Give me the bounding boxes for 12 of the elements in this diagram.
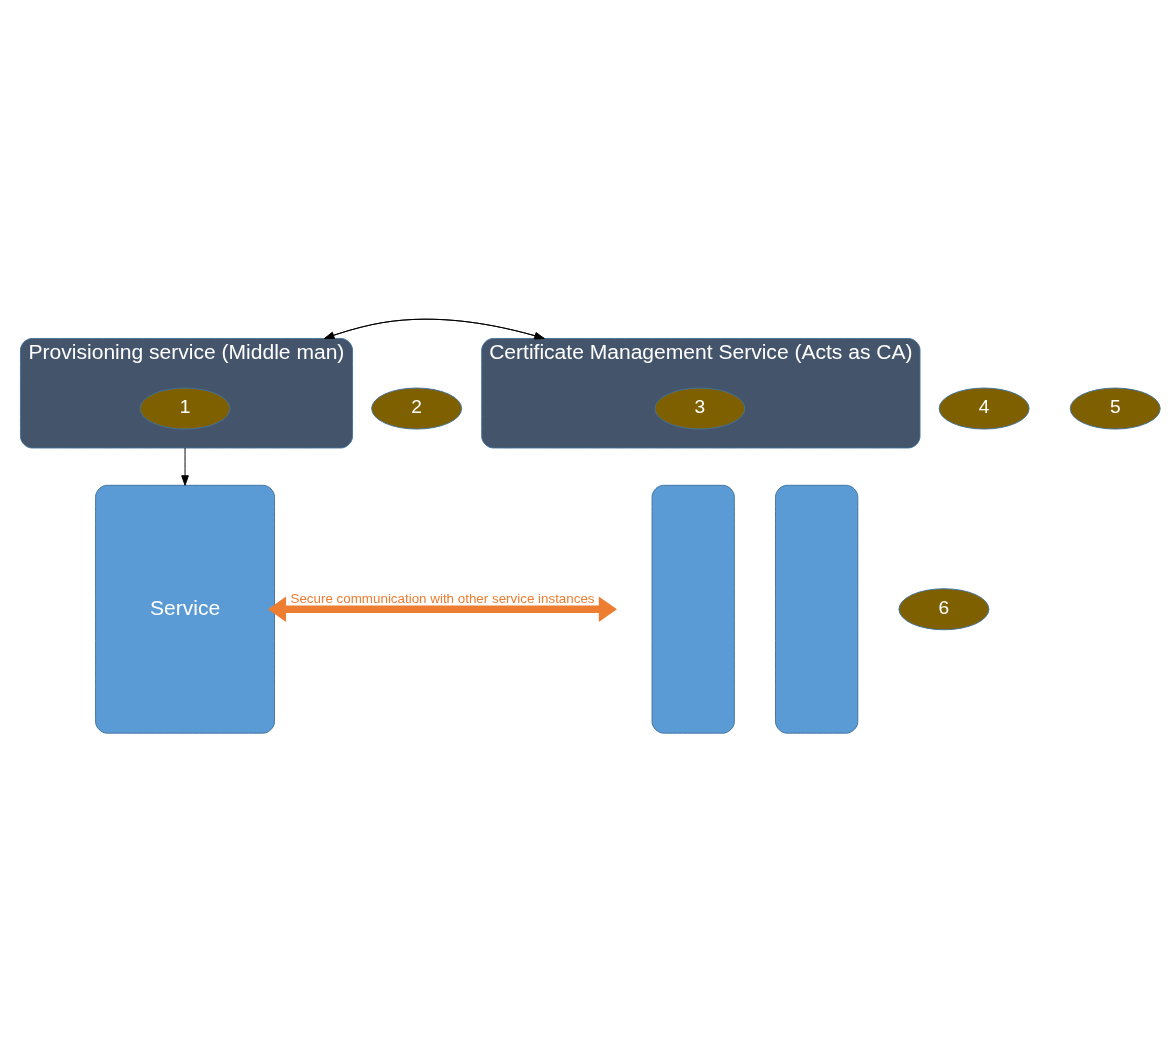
node-ellipse: 1	[139, 387, 231, 430]
node-ellipse: 6	[898, 588, 990, 631]
node-box: Service	[95, 484, 275, 734]
node-ellipse: 4	[938, 387, 1030, 430]
arrow	[267, 596, 617, 622]
edge-label: Secure communication with other service instances	[290, 590, 595, 606]
node-ellipse: 3	[654, 387, 746, 430]
node-ellipse: 2	[371, 387, 463, 430]
node-box	[775, 484, 859, 734]
node-box	[651, 484, 735, 734]
arrow	[181, 447, 189, 486]
node-ellipse: 5	[1069, 387, 1161, 430]
